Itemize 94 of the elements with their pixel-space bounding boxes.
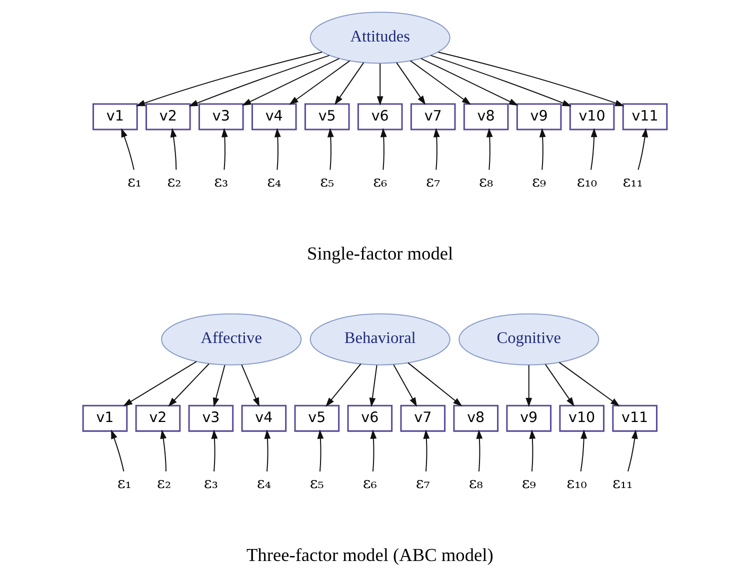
arrow <box>242 58 340 106</box>
node-text: ε₂ <box>157 474 172 492</box>
arrow <box>529 430 536 472</box>
node-box: v11 <box>612 404 658 432</box>
node-text: ε₄ <box>267 172 282 191</box>
arrow <box>627 430 638 472</box>
arrow <box>170 128 177 170</box>
arrow <box>438 52 624 106</box>
arrow <box>211 430 218 472</box>
arrow <box>590 128 598 170</box>
node-box: v11 <box>622 103 668 130</box>
arrow <box>396 62 426 105</box>
arrow <box>376 64 384 106</box>
node-text: ε₁ <box>128 172 142 191</box>
node-text: ε₁₁ <box>622 172 643 191</box>
node-box: v10 <box>559 404 605 432</box>
arrow <box>212 365 226 407</box>
node-text: ε₁₀ <box>566 474 587 492</box>
arrow <box>188 54 330 106</box>
node-box: v9 <box>506 404 552 432</box>
arrow <box>580 430 588 472</box>
node-box: v1 <box>92 103 138 130</box>
node-text: ε₁ <box>117 474 132 492</box>
node-box: v4 <box>251 103 297 130</box>
arrow <box>370 430 377 472</box>
node-text: ε₃ <box>214 172 228 191</box>
arrow <box>638 128 648 170</box>
node-text: ε₉ <box>532 172 546 191</box>
node-text: ε₁₀ <box>576 172 598 191</box>
arrow <box>420 58 518 106</box>
node-text: ε₃ <box>204 474 218 492</box>
node-box: v10 <box>569 103 615 130</box>
node-text: ε₅ <box>320 172 334 191</box>
node-box: v6 <box>357 103 403 130</box>
node-text: ε₁₁ <box>612 474 633 492</box>
node-text: ε₅ <box>310 474 324 492</box>
node-box: v3 <box>198 103 244 130</box>
arrow <box>274 128 281 170</box>
node-text: ε₈ <box>479 172 494 191</box>
arrow <box>408 362 462 406</box>
node-box: v7 <box>400 404 446 432</box>
node-text: ε₆ <box>362 474 377 492</box>
node-text: ε₇ <box>416 474 430 492</box>
arrow <box>334 62 364 105</box>
arrow <box>121 128 134 170</box>
label: Three-factor model (ABC model) <box>246 544 494 565</box>
arrow <box>264 430 271 472</box>
node-ellipse: Behavioral <box>310 313 450 366</box>
node-box: v5 <box>304 103 350 130</box>
arrow <box>558 362 620 406</box>
arrow <box>111 430 124 472</box>
node-box: v5 <box>294 404 340 432</box>
arrow <box>160 430 167 472</box>
node-text: ε₈ <box>468 474 483 492</box>
arrow <box>317 430 324 472</box>
arrow <box>380 128 387 170</box>
node-box: v8 <box>453 404 499 432</box>
arrow <box>486 128 493 170</box>
arrow <box>433 128 440 170</box>
node-text: ε₄ <box>256 474 271 492</box>
arrow <box>221 128 228 170</box>
arrow <box>539 128 546 170</box>
arrow <box>369 365 378 408</box>
arrow <box>123 361 197 406</box>
node-text: ε₉ <box>522 474 536 492</box>
node-box: v2 <box>135 404 181 432</box>
arrow <box>410 60 472 105</box>
node-box: v7 <box>410 103 456 130</box>
node-box: v9 <box>516 103 562 130</box>
arrow <box>136 52 322 106</box>
arrow <box>544 364 574 406</box>
node-ellipse: Cognitive <box>458 313 600 366</box>
arrow <box>168 364 210 407</box>
arrow <box>327 128 334 170</box>
arrow <box>393 364 417 407</box>
arrow <box>241 364 260 407</box>
node-text: ε₂ <box>167 172 182 191</box>
arrow <box>476 430 483 472</box>
arrow <box>326 364 362 407</box>
arrow <box>526 365 532 408</box>
arrow <box>430 54 572 106</box>
node-box: v6 <box>347 404 393 432</box>
label: Single-factor model <box>307 243 454 264</box>
arrow <box>423 430 430 472</box>
node-ellipse: Affective <box>161 313 302 366</box>
node-text: ε₆ <box>373 172 388 191</box>
node-box: v1 <box>82 404 128 432</box>
node-box: v8 <box>463 103 509 130</box>
node-text: ε₇ <box>426 172 440 191</box>
node-box: v3 <box>188 404 234 432</box>
node-box: v2 <box>145 103 191 130</box>
arrow <box>289 60 350 105</box>
node-ellipse: Attitudes <box>310 12 450 64</box>
node-box: v4 <box>241 404 287 432</box>
